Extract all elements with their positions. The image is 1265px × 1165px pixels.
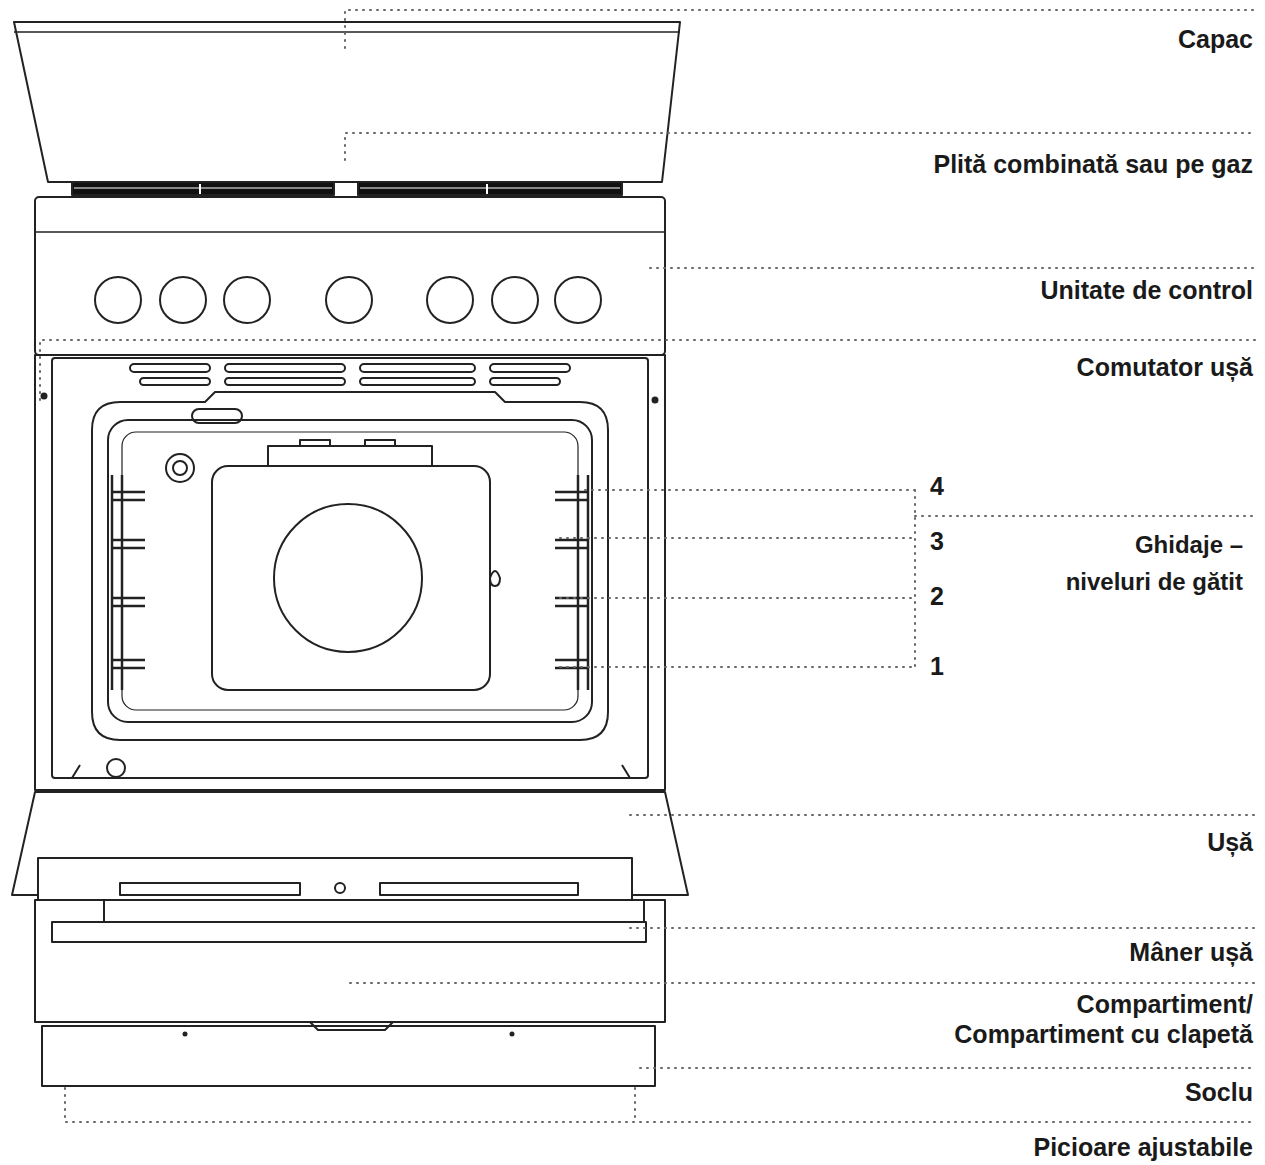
door-handle [52, 922, 646, 942]
vent [490, 378, 560, 385]
rack-guides [112, 475, 588, 690]
oven-body [35, 355, 665, 790]
part-label: Plită combinată sau pe gaz [933, 149, 1253, 179]
fan-cover [274, 504, 422, 652]
vent [225, 378, 345, 385]
knob [95, 277, 141, 323]
door-switch [42, 394, 47, 399]
lamp [192, 409, 242, 423]
vent [130, 364, 210, 372]
oven-lamp [173, 461, 187, 475]
part-label: Unitate de control [1040, 275, 1253, 305]
cavity-back [122, 432, 578, 710]
knob [555, 277, 601, 323]
callout-number: 4 [930, 471, 944, 501]
grate-gap [199, 184, 201, 194]
cavity-inner [108, 420, 592, 722]
screw [184, 1033, 187, 1036]
door-bottom [104, 900, 644, 922]
screw [653, 398, 658, 403]
vent [360, 378, 475, 385]
panel-line [35, 231, 665, 233]
door-slot [380, 883, 578, 895]
knob [160, 277, 206, 323]
knob [224, 277, 270, 323]
part-label: Soclu [1185, 1077, 1253, 1107]
hob-grate [72, 182, 334, 195]
leader-lines [40, 10, 1255, 1122]
door-slot [120, 883, 300, 895]
part-label: Compartiment/ Compartiment cu clapetă [923, 989, 1253, 1049]
vent [225, 364, 345, 372]
grate-line [74, 188, 332, 189]
grate-line [360, 188, 620, 189]
lid-edge [14, 31, 680, 33]
hinge [72, 765, 630, 778]
knob [427, 277, 473, 323]
hob-grate [358, 182, 622, 195]
callout-number: 1 [930, 651, 944, 681]
door-lock [335, 883, 345, 893]
part-label: Ușă [1207, 827, 1253, 857]
top-element [268, 446, 432, 466]
part-label: Comutator ușă [1077, 352, 1253, 382]
lid [14, 22, 680, 182]
door-inner [38, 858, 632, 900]
part-label: Ghidaje – niveluri de gătit [1045, 526, 1243, 600]
callout-number: 2 [930, 581, 944, 611]
back-panel [212, 466, 490, 690]
part-label: Picioare ajustabile [1033, 1132, 1253, 1162]
knob [326, 277, 372, 323]
control-panel [35, 197, 665, 355]
part-label: Mâner ușă [1129, 937, 1253, 967]
oven-lamp [166, 454, 194, 482]
hinge-pin [107, 759, 125, 777]
part-label: Capac [1178, 24, 1253, 54]
vent [490, 364, 570, 372]
vent [140, 378, 210, 385]
callout-number: 3 [930, 526, 944, 556]
screw [511, 1033, 514, 1036]
oven-cavity [92, 392, 608, 740]
oven-frame [52, 358, 648, 778]
knob [492, 277, 538, 323]
element-bracket [300, 440, 395, 446]
plinth [42, 1026, 655, 1086]
sensor [490, 571, 500, 586]
vent [360, 364, 475, 372]
drawer [35, 900, 665, 1022]
grate-gap [486, 184, 488, 194]
